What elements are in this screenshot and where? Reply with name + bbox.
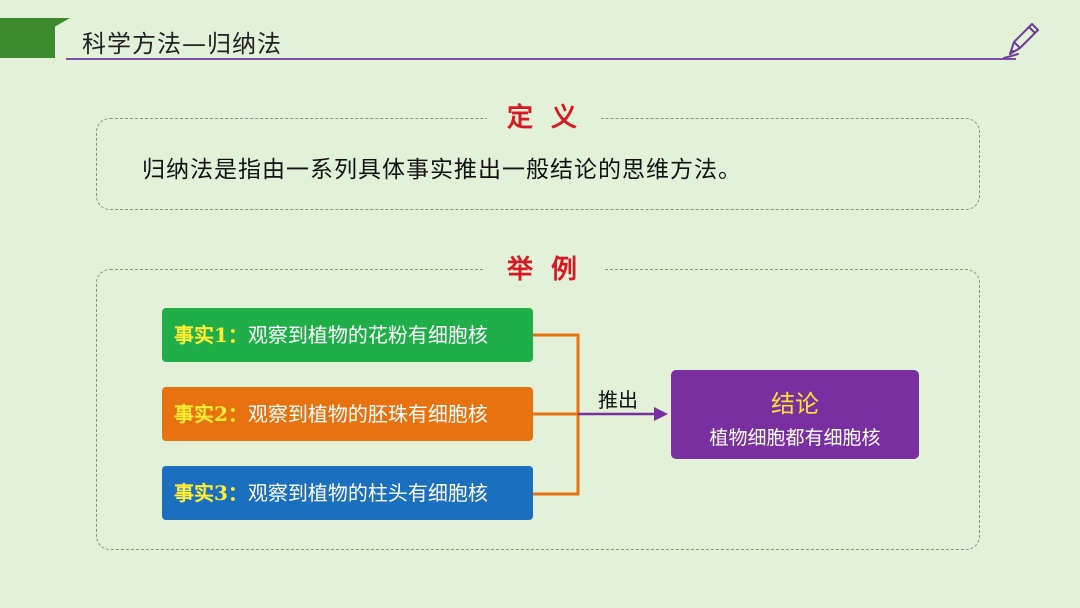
fact-text: 观察到植物的花粉有细胞核 bbox=[247, 323, 488, 347]
arrow-label: 推出 bbox=[598, 388, 638, 412]
fact-card-2: 事实2：观察到植物的胚珠有细胞核 bbox=[162, 387, 533, 441]
header-divider bbox=[66, 58, 1016, 60]
fact-card-1: 事实1：观察到植物的花粉有细胞核 bbox=[162, 308, 533, 362]
fact-label: 事实3： bbox=[174, 481, 248, 505]
fact-card-3: 事实3：观察到植物的柱头有细胞核 bbox=[162, 466, 533, 520]
fact-text: 观察到植物的柱头有细胞核 bbox=[247, 481, 488, 505]
fact-label: 事实1： bbox=[174, 323, 248, 347]
fact-text: 观察到植物的胚珠有细胞核 bbox=[247, 402, 488, 426]
header-band-slant bbox=[0, 18, 70, 58]
fact-label: 事实2： bbox=[174, 402, 248, 426]
definition-text: 归纳法是指由一系列具体事实推出一般结论的思维方法。 bbox=[142, 157, 742, 183]
conclusion-text: 植物细胞都有细胞核 bbox=[709, 427, 881, 449]
pen-icon bbox=[1003, 23, 1039, 59]
conclusion-title: 结论 bbox=[771, 390, 819, 418]
conclusion-box: 结论 植物细胞都有细胞核 bbox=[671, 370, 919, 459]
page-title: 科学方法—归纳法 bbox=[82, 30, 282, 58]
definition-heading: 定义 bbox=[487, 100, 601, 136]
example-heading: 举例 bbox=[485, 252, 603, 288]
